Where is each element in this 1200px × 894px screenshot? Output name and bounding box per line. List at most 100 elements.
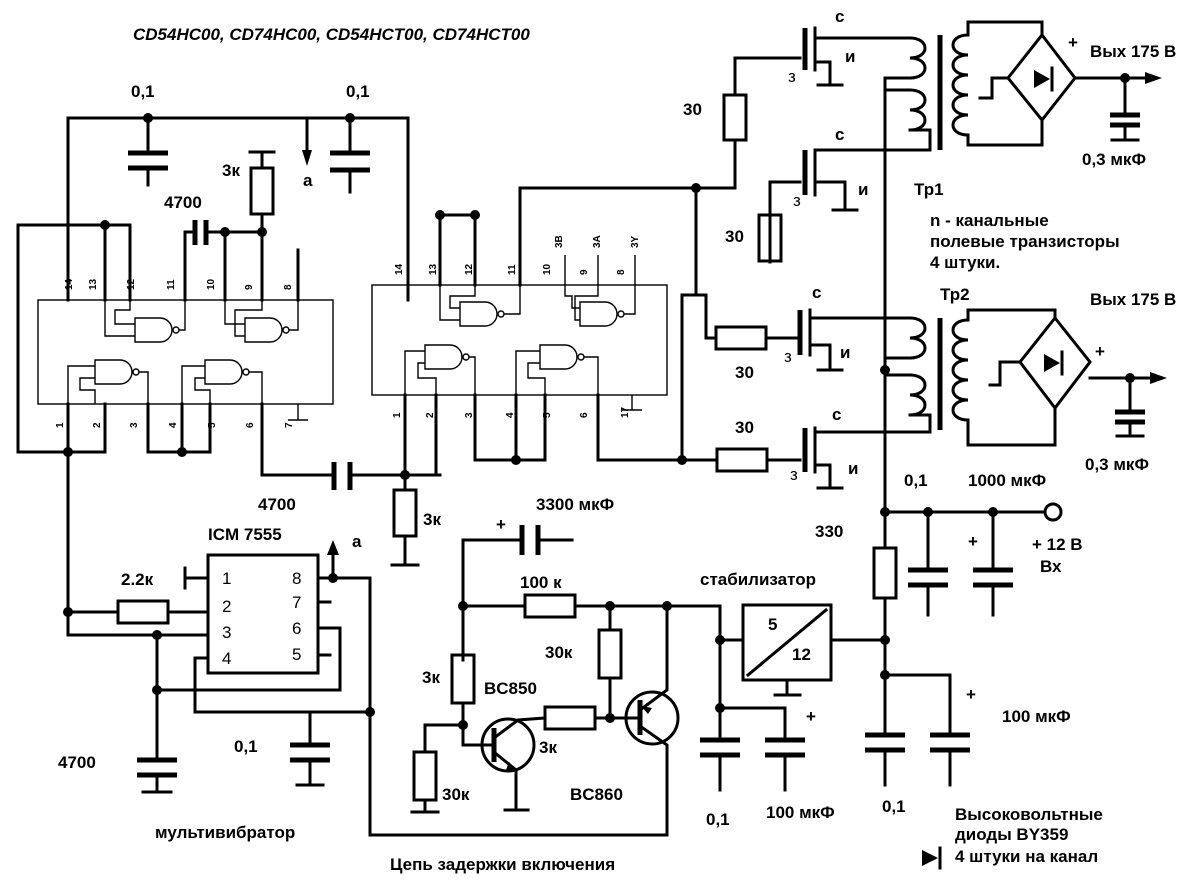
res-30k-1-label: 30к — [545, 643, 573, 662]
svg-text:7: 7 — [292, 593, 301, 612]
cap-100-a-label: 100 мкФ — [766, 803, 835, 822]
note-fet-line1: n - канальные — [930, 211, 1049, 230]
cap-100a-plus: + — [806, 707, 816, 726]
cap-3300-label: 3300 мкФ — [536, 495, 614, 514]
chip-title: CD54HC00, CD74HC00, CD54HCT00, CD74HCT00 — [133, 25, 530, 44]
resistor-3k-mid — [390, 473, 420, 567]
vin-label-1: + 12 В — [1032, 535, 1083, 554]
svg-text:7: 7 — [284, 422, 295, 428]
fet2-source-label: и — [858, 180, 868, 199]
delay-circuit — [368, 525, 805, 837]
svg-text:5: 5 — [542, 412, 553, 418]
svg-text:3B: 3B — [554, 235, 565, 248]
svg-text:8: 8 — [616, 269, 627, 275]
cap-100-b-label: 100 мкФ — [1002, 707, 1071, 726]
stabilizer-out-label: 12 — [792, 645, 811, 664]
fet3-drain-label: с — [812, 283, 821, 302]
chip1-pin-labels: 14 13 12 11 10 9 8 1 2 3 4 5 6 7 — [55, 278, 295, 428]
svg-text:13: 13 — [428, 263, 439, 275]
ic-7555-pin-labels: 1 2 3 4 8 7 6 5 — [222, 569, 301, 668]
transformer-2-label: Тр2 — [940, 285, 970, 304]
input-12v — [872, 502, 1063, 637]
bc850-label: BC850 — [484, 679, 537, 698]
svg-text:9: 9 — [579, 269, 590, 275]
chip2-pin-labels: 14 13 12 11 10 9 8 3B 3A 3Y 1 2 3 4 5 6 … — [392, 235, 641, 418]
cap-4700-mid-label: 4700 — [258, 495, 296, 514]
cap-out2-label: 0,3 мкФ — [1085, 455, 1149, 474]
svg-text:4: 4 — [222, 649, 231, 668]
res-3k-b-label: 3к — [539, 738, 557, 757]
svg-text:6: 6 — [292, 619, 301, 638]
cap-01-a-label: 0,1 — [904, 471, 928, 490]
fet4-drain-label: с — [832, 405, 841, 424]
cap-01-b-label: 0,1 — [706, 810, 730, 829]
res-3k-mid-label: 3к — [423, 510, 441, 529]
cap-01-c-label: 0,1 — [882, 797, 906, 816]
cap-out1-label: 0,3 мкФ — [1082, 150, 1146, 169]
stabilizer-label: стабилизатор — [700, 570, 816, 589]
svg-text:1: 1 — [392, 412, 403, 418]
res-30-1-label: 30 — [683, 100, 702, 119]
svg-text:3A: 3A — [592, 235, 603, 248]
svg-text:1: 1 — [55, 422, 66, 428]
chip1-body — [16, 220, 334, 454]
res-100k-label: 100 к — [520, 573, 562, 592]
chip2-body — [371, 116, 698, 411]
stabilizer-in-label: 5 — [768, 615, 777, 634]
svg-text:6: 6 — [245, 422, 256, 428]
hv-note-line1: Высоковольтные — [955, 805, 1103, 824]
svg-text:8: 8 — [283, 284, 294, 290]
hv-note-line2: диоды BY359 — [955, 825, 1068, 844]
tr2-plus: + — [1095, 342, 1105, 361]
cap-4700-low-label: 4700 — [58, 753, 96, 772]
svg-text:9: 9 — [244, 284, 255, 290]
stabilizer — [715, 603, 970, 787]
svg-text:5: 5 — [207, 422, 218, 428]
res-2k2-label: 2.2к — [121, 570, 154, 589]
svg-text:5: 5 — [292, 645, 301, 664]
svg-text:2: 2 — [92, 422, 103, 428]
svg-text:11: 11 — [166, 279, 177, 290]
fet1-gate-label: з — [788, 67, 796, 86]
chip1-bottom-wiring — [63, 402, 442, 614]
res-3k-low-label: 3к — [422, 668, 440, 687]
cap-3300-plus: + — [496, 515, 506, 534]
transformer-2 — [878, 308, 1167, 447]
cap-1000-label: 1000 мкФ — [968, 471, 1046, 490]
fet4-source-label: и — [848, 459, 858, 478]
chip2-bottom-wiring — [403, 293, 719, 477]
svg-text:11: 11 — [507, 264, 518, 275]
node-a-mid-label: а — [352, 532, 362, 551]
svg-text:13: 13 — [88, 278, 99, 290]
transformer-1-label: Тр1 — [914, 180, 944, 199]
svg-text:2: 2 — [425, 412, 436, 418]
top-power-rail — [66, 113, 410, 302]
svg-text:8: 8 — [292, 569, 301, 588]
fet3-source-label: и — [840, 343, 850, 362]
svg-text:12: 12 — [464, 263, 475, 275]
output-2-label: Вых 175 В — [1090, 290, 1176, 309]
fet-gate-resistors — [680, 56, 802, 473]
vin-label-2: Вх — [1040, 557, 1062, 576]
svg-text:10: 10 — [542, 263, 553, 275]
svg-text:3: 3 — [222, 623, 231, 642]
tr1-plus: + — [1068, 33, 1078, 52]
cap-top-right-label: 0,1 — [346, 82, 370, 101]
fet-2 — [802, 148, 884, 212]
ic-7555 — [63, 540, 375, 794]
fet-4 — [802, 426, 882, 490]
res-30-3-label: 30 — [735, 363, 754, 382]
cap-01-d-label: 0,1 — [234, 737, 258, 756]
res-30k-2-label: 30к — [442, 785, 470, 804]
fet-1 — [802, 26, 882, 87]
svg-text:10: 10 — [206, 278, 217, 290]
fet3-gate-label: з — [784, 347, 792, 366]
hv-note-line3: 4 штуки на канал — [955, 847, 1098, 866]
res-330-label: 330 — [815, 522, 843, 541]
cap-1000-plus: + — [968, 532, 978, 551]
delay-circuit-label: Цепь задержки включения — [390, 855, 615, 874]
note-fet-line2: полевые транзисторы — [930, 232, 1120, 251]
res-30-2-label: 30 — [725, 227, 744, 246]
